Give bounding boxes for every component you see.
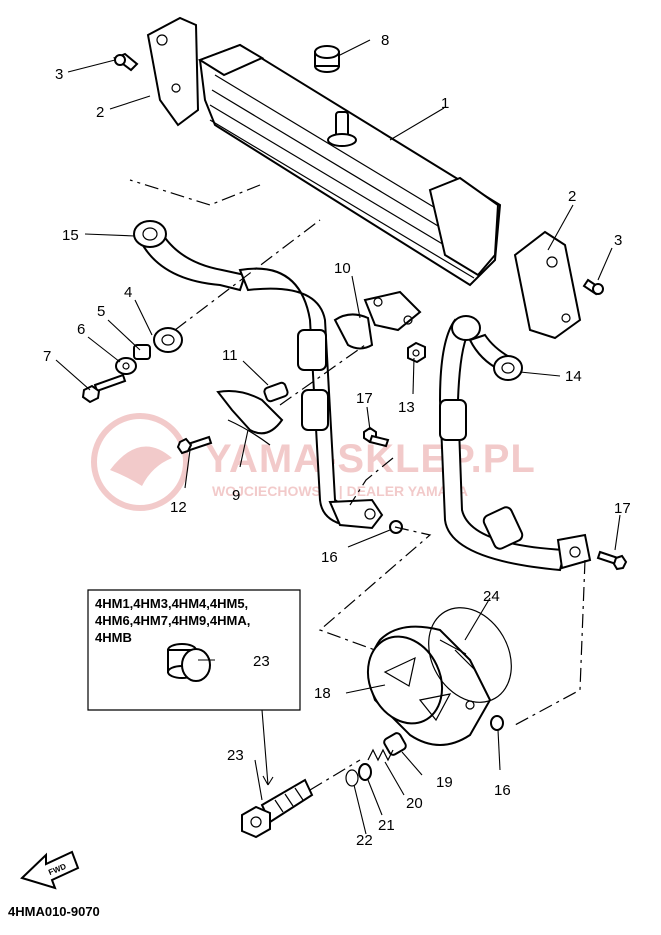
callouts: 1 2 2 3 3 8 15 10 4 5 6 7 11 13 14 17 12… xyxy=(43,32,631,849)
spring-20 xyxy=(367,748,394,762)
callout-13: 13 xyxy=(398,399,415,416)
fwd-arrow-icon: FWD xyxy=(20,850,80,890)
inset-line-2: 4HM6,4HM7,4HM9,4HMA, xyxy=(95,613,250,628)
callout-7: 7 xyxy=(43,348,51,365)
callout-9: 9 xyxy=(232,487,240,504)
clamp-10 xyxy=(333,290,422,350)
leader-lines xyxy=(55,39,621,835)
callout-24: 24 xyxy=(483,588,500,605)
oil-cooler xyxy=(197,43,502,287)
inset-collar-23 xyxy=(167,643,211,682)
hose-15-left xyxy=(133,220,384,530)
washer-21 xyxy=(358,763,372,781)
callout-14: 14 xyxy=(565,368,582,385)
callout-19: 19 xyxy=(436,774,453,791)
diagram-code: 4HMA010-9070 xyxy=(8,904,100,919)
callout-23b: 23 xyxy=(227,747,244,764)
callout-18: 18 xyxy=(314,685,331,702)
callout-8: 8 xyxy=(381,32,389,49)
watermark-logo xyxy=(91,413,189,511)
collar-4 xyxy=(153,327,183,353)
assembly-lines xyxy=(129,179,586,791)
gasket-24 xyxy=(428,607,512,703)
watermark: YAMA-SKLEP.PL WOJCIECHOWSKI | DEALER YAM… xyxy=(91,413,536,511)
callout-10: 10 xyxy=(334,260,351,277)
o-ring-16-lower xyxy=(490,715,504,731)
inset-line-3: 4HMB xyxy=(95,630,132,645)
callout-20: 20 xyxy=(406,795,423,812)
callout-21: 21 xyxy=(378,817,395,834)
bolt-3-right xyxy=(582,278,604,296)
callout-2a: 2 xyxy=(96,104,104,121)
bolt-17-lower xyxy=(596,550,628,571)
callout-3b: 3 xyxy=(614,232,622,249)
callout-2b: 2 xyxy=(568,188,576,205)
callout-17b: 17 xyxy=(614,500,631,517)
nut-13 xyxy=(407,341,426,364)
bolt-17-upper xyxy=(363,426,390,448)
callout-16a: 16 xyxy=(321,549,338,566)
callout-23a: 23 xyxy=(253,653,270,670)
callout-6: 6 xyxy=(77,321,85,338)
callout-11: 11 xyxy=(222,347,238,364)
hose-14-right xyxy=(438,315,592,572)
grommet-8 xyxy=(314,45,340,73)
callout-17a: 17 xyxy=(356,390,373,407)
bracket-left xyxy=(146,16,200,127)
callout-12: 12 xyxy=(170,499,187,516)
callout-1: 1 xyxy=(441,95,449,112)
clamp-9 xyxy=(216,390,284,446)
callout-22: 22 xyxy=(356,832,373,849)
plug-19 xyxy=(383,732,407,756)
bolt-7 xyxy=(81,373,127,404)
circlip-22 xyxy=(345,769,359,787)
watermark-subtitle: WOJCIECHOWSKI | DEALER YAMAHA xyxy=(212,483,468,499)
cooler-housing-18 xyxy=(367,625,492,746)
union-bolt-23 xyxy=(241,778,314,839)
inset-line-1: 4HM1,4HM3,4HM4,4HM5, xyxy=(95,596,248,611)
washer-6 xyxy=(115,357,137,375)
model-inset-box: 4HM1,4HM3,4HM4,4HM5, 4HM6,4HM7,4HM9,4HMA… xyxy=(87,589,301,786)
callout-15: 15 xyxy=(62,227,79,244)
bolt-3-left xyxy=(112,52,139,72)
callout-4: 4 xyxy=(124,284,132,301)
callout-16b: 16 xyxy=(494,782,511,799)
callout-5: 5 xyxy=(97,303,105,320)
bolt-12 xyxy=(176,435,213,455)
bracket-right xyxy=(513,230,582,340)
collar-11 xyxy=(263,381,289,403)
watermark-title: YAMA-SKLEP.PL xyxy=(205,437,536,481)
callout-3a: 3 xyxy=(55,66,63,83)
